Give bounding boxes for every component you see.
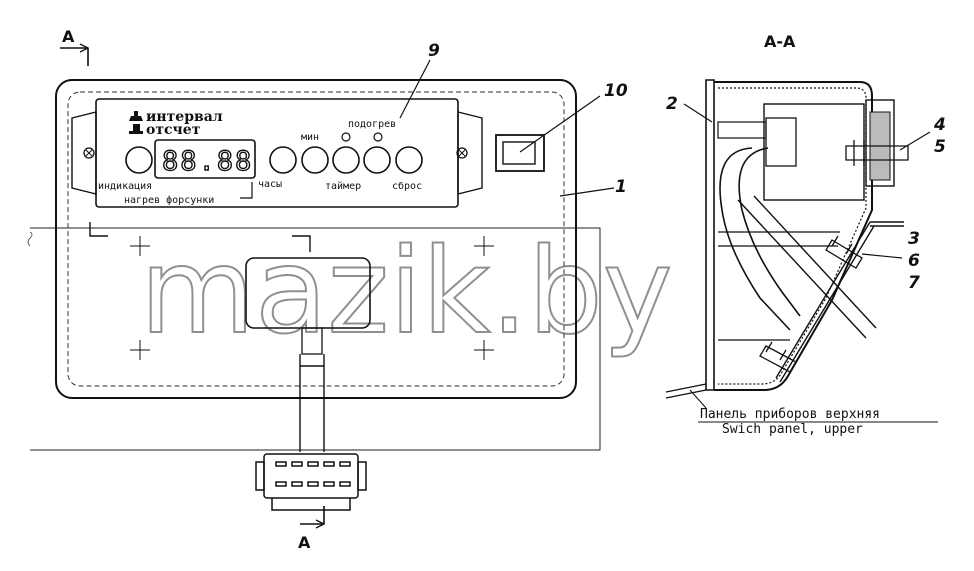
rocker-switch-frame (495, 134, 545, 172)
housing-inner-dashed (67, 91, 565, 387)
cable-plug (255, 453, 367, 511)
leader-10 (519, 95, 601, 153)
bolt-4 (845, 140, 909, 166)
indication-button[interactable] (125, 146, 153, 174)
label-clock: часы (258, 179, 282, 190)
clock-button[interactable] (269, 146, 297, 174)
panel-plate (705, 79, 715, 391)
label-heating-injector: нагрев форсунки (124, 194, 214, 206)
section-housing-outer (714, 81, 873, 391)
callout-6: 6 (908, 251, 920, 271)
preheat-button[interactable] (363, 146, 391, 174)
internal-bar (717, 121, 767, 139)
internal-shelf (718, 231, 840, 341)
caption-en: Swich panel, upper (722, 422, 863, 437)
control-faceplate (95, 98, 459, 208)
display-digits: 88.88 (162, 146, 253, 177)
internal-module (765, 117, 797, 167)
callout-5: 5 (934, 137, 946, 157)
caption-ru: Панель приборов верхняя (700, 407, 880, 422)
lower-bolt (759, 341, 797, 373)
leader-4-5 (899, 131, 931, 151)
timer-button[interactable] (332, 146, 360, 174)
callout-4: 4 (933, 115, 946, 135)
label-timer: таймер (325, 180, 361, 192)
preheat-led-right (373, 132, 383, 142)
label-reset: сброс (392, 180, 422, 192)
reset-button[interactable] (395, 146, 423, 174)
callout-10: 10 (604, 81, 628, 101)
callout-2: 2 (666, 94, 678, 114)
cable-sleeve-upper (301, 327, 323, 355)
mount-mark-top-right (474, 236, 494, 256)
mount-mark-bottom-left (130, 340, 150, 360)
brand-name-line2: отсчет (146, 122, 201, 138)
left-screw-icon (83, 147, 95, 159)
led-display (154, 139, 256, 179)
label-indication: индикация (98, 181, 152, 192)
section-view-title: A-A (764, 32, 796, 51)
section-label-top: A (62, 27, 75, 46)
dashboard-surface (665, 383, 707, 399)
callout-7: 7 (908, 273, 920, 293)
cable (299, 354, 325, 452)
cut-marker-right (292, 235, 311, 252)
leader-1 (559, 187, 615, 197)
heating-injector-bracket (240, 182, 253, 199)
section-cut-top (60, 47, 89, 66)
leader-2 (683, 103, 713, 123)
caption-leader (689, 389, 707, 409)
label-preheat: подогрев (348, 119, 396, 130)
min-button[interactable] (301, 146, 329, 174)
internal-cable (719, 147, 801, 331)
housing-outer (55, 79, 577, 399)
section-label-bottom: A (298, 533, 311, 552)
right-screw-icon (456, 147, 468, 159)
watermark-text: mazik.by (140, 222, 673, 360)
rear-bracket (865, 99, 895, 187)
cut-marker-left (89, 222, 108, 237)
mount-mark-bottom-right (474, 340, 494, 360)
leader-9 (399, 59, 431, 119)
bolt-6-7 (825, 235, 863, 269)
brand-logo-icon (129, 111, 143, 134)
label-min: мин (301, 132, 319, 143)
callout-3: 3 (908, 229, 920, 249)
brand-name-line1: интервал (146, 109, 223, 125)
mounting-bracket (775, 221, 904, 383)
panel-sheet-outline (30, 227, 601, 451)
leader-3-6-7 (861, 253, 903, 259)
callout-9: 9 (428, 41, 440, 61)
panel-sheet-edge-texture (27, 231, 33, 247)
rocker-switch[interactable] (502, 141, 536, 165)
mount-mark-top-left (130, 236, 150, 256)
section-cut-top-arrow (79, 43, 90, 53)
section-cut-bottom (300, 506, 325, 525)
preheat-led-left (341, 132, 351, 142)
bracket-bar (737, 195, 877, 339)
callout-1: 1 (615, 177, 627, 197)
section-cut-bottom-arrow (315, 519, 326, 529)
